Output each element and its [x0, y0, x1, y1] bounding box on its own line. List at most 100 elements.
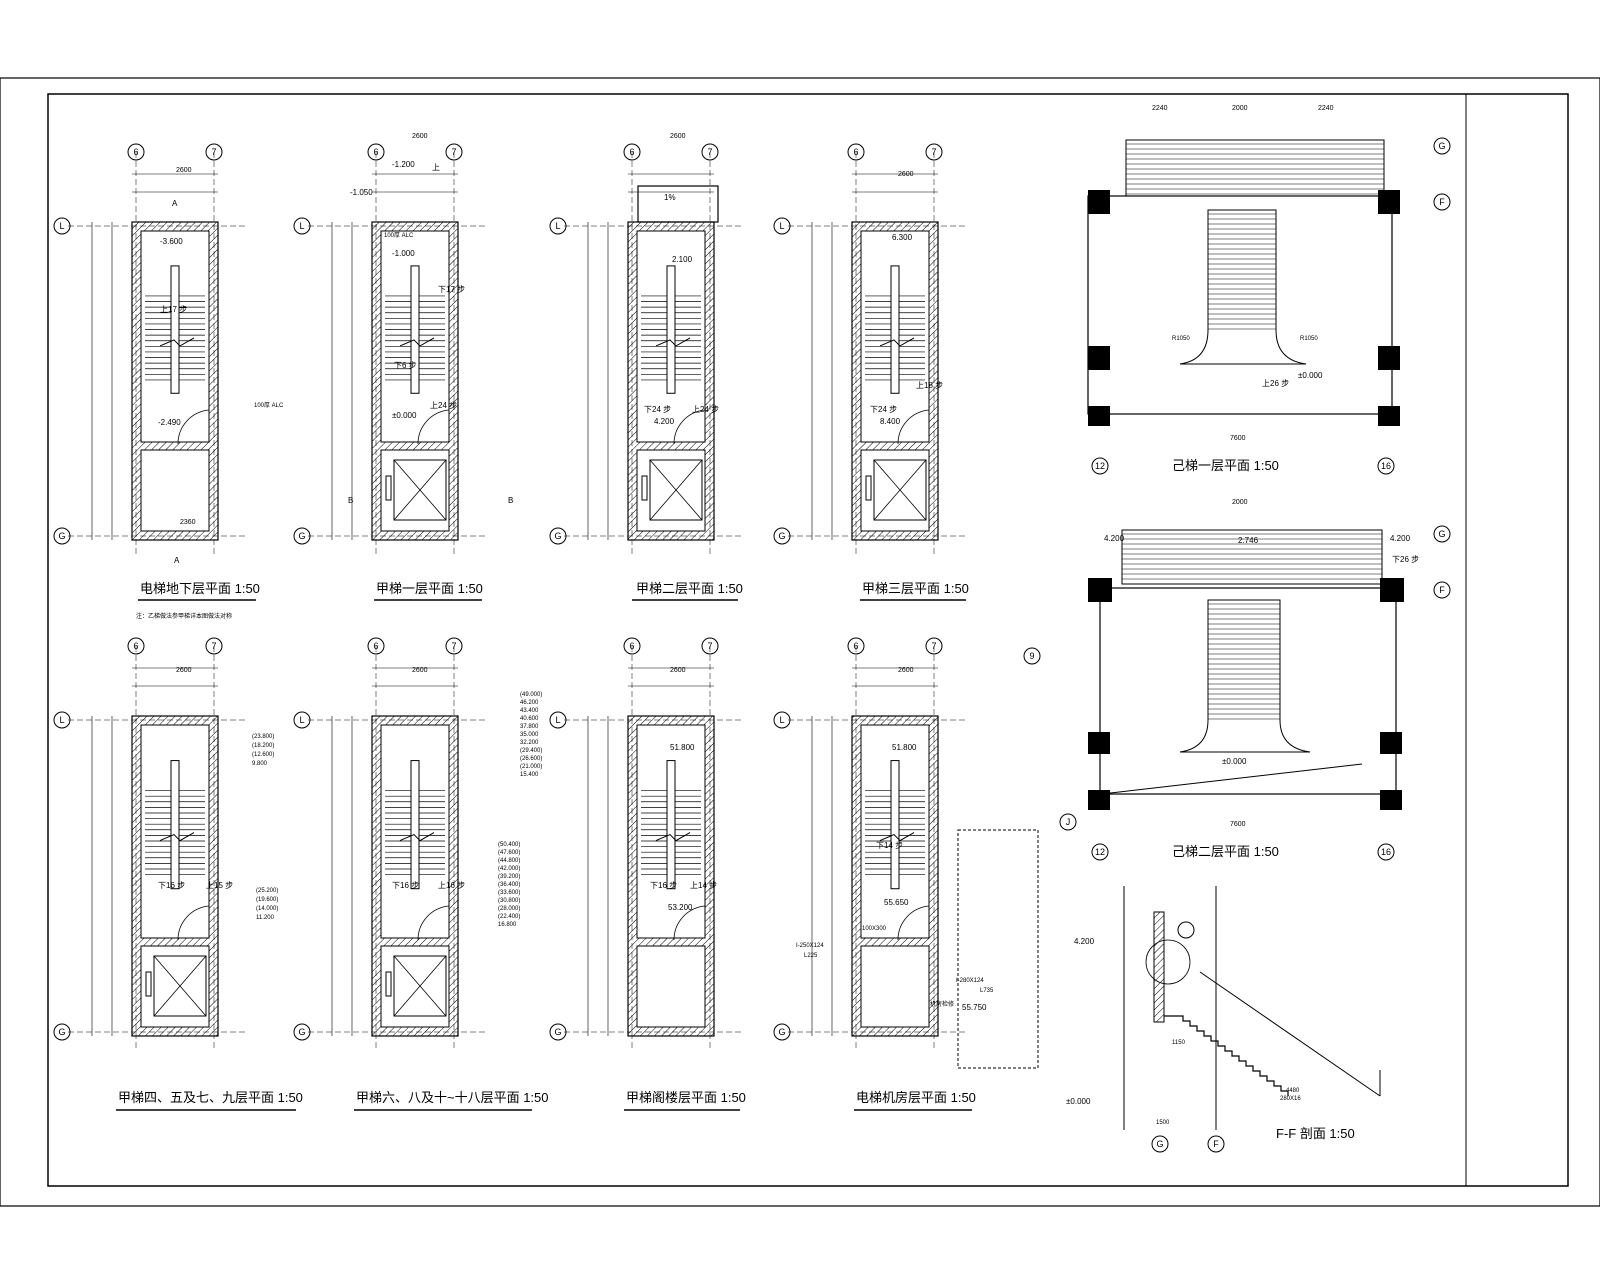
elevator-car [153, 955, 207, 1017]
level-label: (23.800) [252, 734, 274, 740]
axis-bubble-label: 12 [1095, 847, 1105, 857]
plan8-level-b: 55.650 [884, 898, 909, 907]
counterweight [865, 475, 872, 501]
plan9-radius-left: R1050 [1172, 336, 1190, 342]
door-swing [897, 409, 930, 445]
plan9-title: 己梯一层平面 1:50 [1172, 458, 1279, 473]
axis-bubble-label: L [59, 715, 64, 725]
stair-well [666, 760, 676, 890]
plan9-dim-left: 2240 [1152, 105, 1168, 112]
axis-bubble [1377, 843, 1395, 861]
plan3-title: 甲梯二层平面 1:50 [636, 581, 743, 596]
counterweight [641, 475, 648, 501]
plan3-canopy [637, 185, 719, 223]
plan2-level-d: ±0.000 [392, 411, 417, 420]
shaft-room [636, 449, 706, 532]
axis-bubble-label: G [298, 531, 305, 541]
axis-bubble-label: L [779, 221, 784, 231]
axis-bubble-label: F [1439, 585, 1445, 595]
plan8-level-a: 51.800 [892, 743, 917, 752]
plan9-stair-treads [1126, 143, 1384, 330]
axis-bubble-label: L [299, 715, 304, 725]
plan4-level-a: 6.300 [892, 233, 913, 242]
level-label: (14.000) [256, 906, 278, 912]
plan9-dim-right: 2240 [1318, 105, 1334, 112]
plan-ji-second-floor: 4.200 2.746 ±0.000 4.200 下26 步 2000 7600… [1088, 499, 1419, 859]
stair-core [564, 152, 744, 601]
plan9-column [1378, 346, 1400, 370]
elevator-car [873, 459, 927, 521]
plan6-level-list-bottom: (50.400)(47.600)(44.800)(42.000)(39.200)… [498, 842, 520, 928]
section-ff: 4.200 ±0.000 1150 4480 280X16 1500 F-F 剖… [1066, 886, 1381, 1141]
elevator-cross [649, 459, 703, 521]
elevator-cross [393, 955, 447, 1017]
break-line [879, 337, 915, 347]
plan1-section-mark-top: A [172, 199, 178, 208]
plan2-dim-width: 2600 [412, 133, 428, 140]
plan8-level-c: 55.750 [962, 1003, 987, 1012]
plan7-up: 上14 步 [690, 881, 717, 890]
axis-bubble-label: L [299, 221, 304, 231]
plan2-down17: 下17 步 [438, 285, 465, 294]
axis-bubble [1091, 457, 1109, 475]
axis-bubble-label: F [1213, 1139, 1219, 1149]
plan1-dim-inner: 2360 [180, 519, 196, 526]
plan10-level-a: 4.200 [1104, 534, 1125, 543]
stair-core [308, 646, 532, 1111]
plan2-level-c: -1.000 [392, 249, 415, 258]
axis-bubble-label: G [58, 531, 65, 541]
axis-bubble-label: 16 [1381, 847, 1391, 857]
level-label: (12.600) [252, 752, 274, 758]
axis-bubble-label: G [1438, 141, 1445, 151]
plan2-level-b: -1.050 [350, 188, 373, 197]
plan9-outline [1087, 195, 1393, 415]
plan9-dim-mid: 2000 [1232, 105, 1248, 112]
level-label: 16.800 [498, 922, 517, 928]
axis-bubble-label: G [1156, 1139, 1163, 1149]
plan5-level-list: (23.800)(18.200)(12.600)9.800(25.200)(19… [252, 734, 278, 921]
plan10-dim-total: 7600 [1230, 821, 1246, 828]
shaft-room [860, 449, 930, 532]
plan9-column [1378, 406, 1400, 426]
plan2-title: 甲梯一层平面 1:50 [376, 581, 483, 596]
plan7-level-b: 53.200 [668, 903, 693, 912]
plan-first-floor: -1.200 -1.050 -1.000 ±0.000 上 下17 步 下6 步… [348, 133, 513, 596]
axis-bubble-label: L [779, 715, 784, 725]
plan9-column [1088, 406, 1110, 426]
shaft-room [636, 945, 706, 1028]
level-label: (44.800) [498, 858, 520, 864]
section-dim-4480: 4480 [1286, 1088, 1300, 1094]
door-swing [897, 905, 930, 941]
axis-bubble-label: G [554, 531, 561, 541]
plan3-slope: 1% [664, 193, 676, 202]
plan4-down: 下24 步 [870, 405, 897, 414]
plan8-down: 下14 步 [876, 841, 903, 850]
plan10-outline [1099, 587, 1397, 795]
plan10-top-flight [1121, 529, 1383, 585]
plan8-beam-a: I-250X124 [796, 943, 824, 949]
axis-bubble-label: G [778, 531, 785, 541]
plan10-flare-flight [1179, 599, 1311, 753]
level-label: 40.600 [520, 716, 539, 722]
plan9-column [1378, 190, 1400, 214]
section-dim-1500: 1500 [1156, 1120, 1170, 1126]
stair-well [890, 265, 900, 394]
plan5-up: 上15 步 [206, 881, 233, 890]
door-swing [673, 409, 706, 445]
axis-bubble [1151, 1135, 1169, 1153]
plan8-title: 电梯机房层平面 1:50 [856, 1090, 976, 1105]
section-dim-steps: 280X16 [1280, 1096, 1301, 1102]
stair-core [68, 646, 296, 1111]
axis-bubble-label: 16 [1381, 461, 1391, 471]
axis-bubble-label: L [59, 221, 64, 231]
axis-bubble [1091, 843, 1109, 861]
door-swing [177, 905, 210, 941]
stair-core [788, 646, 972, 1111]
shaft-room [860, 945, 930, 1028]
plan4-dim-width: 2600 [898, 171, 914, 178]
counterweight [385, 475, 392, 501]
plan10-column [1088, 732, 1110, 754]
level-label: 43.400 [520, 708, 539, 714]
outer-frame [0, 77, 1600, 1207]
elevator-cross [873, 459, 927, 521]
